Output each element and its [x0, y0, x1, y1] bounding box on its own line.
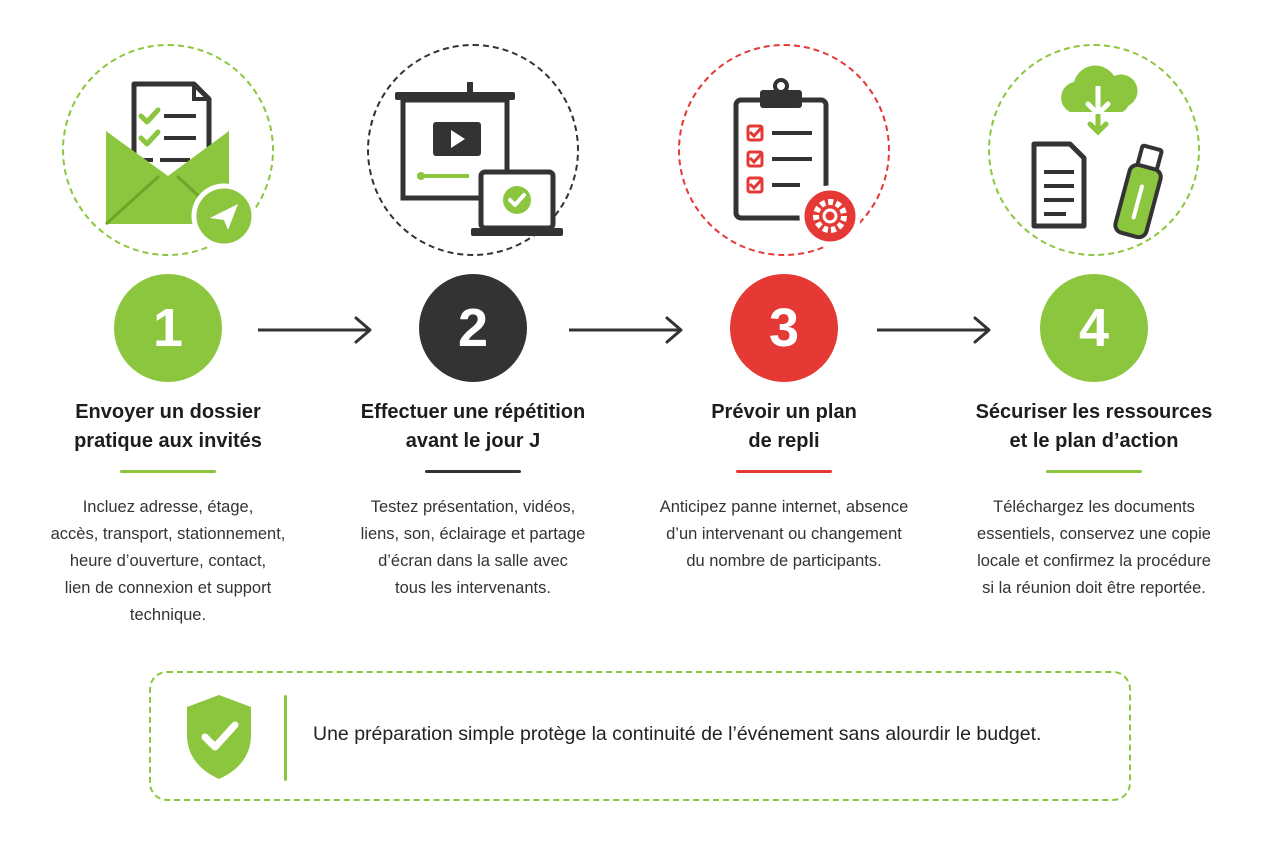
desc-line: locale et confirmez la procédure [977, 552, 1211, 570]
step-2-number: 2 [419, 274, 527, 382]
desc-line: liens, son, éclairage et partage [360, 525, 586, 543]
step-4-title: Sécuriser les ressources et le plan d’ac… [944, 398, 1244, 456]
desc-line: technique. [129, 606, 207, 624]
step-3-description: Anticipez panne internet, absence d’un i… [634, 494, 934, 575]
presentation-screen-laptop-icon [395, 82, 563, 236]
step-2-description: Testez présentation, vidéos, liens, son,… [323, 494, 623, 602]
step-3-title-line: de repli [748, 430, 820, 452]
step-1-number: 1 [114, 274, 222, 382]
arrow-right-icon [258, 316, 372, 344]
desc-line: Testez présentation, vidéos, [370, 498, 576, 516]
envelope-checklist-send-icon [104, 81, 257, 249]
desc-line: essentiels, conservez une copie [977, 525, 1211, 543]
step-2-underline [425, 470, 521, 473]
desc-line: lien de connexion et support [64, 579, 272, 597]
step-3-icon-ring [678, 44, 890, 256]
clipboard-checklist-gear-icon [733, 78, 861, 247]
step-3-underline [736, 470, 832, 473]
shield-check-icon [187, 695, 251, 779]
desc-line: Anticipez panne internet, absence [659, 498, 909, 516]
step-4-description: Téléchargez les documents essentiels, co… [944, 494, 1244, 602]
step-4-title-line: et le plan d’action [1009, 430, 1179, 452]
step-4-title-line: Sécuriser les ressources [975, 401, 1213, 423]
step-1-title: Envoyer un dossier pratique aux invités [18, 398, 318, 456]
step-1-title-line: pratique aux invités [74, 430, 262, 452]
desc-line: d’un intervenant ou changement [666, 525, 902, 543]
step-4-icon-ring [988, 44, 1200, 256]
desc-line: tous les intervenants. [395, 579, 551, 597]
cloud-download-document-usb-icon [1031, 65, 1164, 240]
summary-banner: Une préparation simple protège la contin… [149, 671, 1131, 801]
desc-line: du nombre de participants. [686, 552, 882, 570]
step-4-underline [1046, 470, 1142, 473]
desc-line: d’écran dans la salle avec [378, 552, 568, 570]
arrow-right-icon [569, 316, 683, 344]
step-1-underline [120, 470, 216, 473]
arrow-right-icon [877, 316, 991, 344]
banner-divider [284, 695, 287, 781]
desc-line: Incluez adresse, étage, [82, 498, 254, 516]
step-2-icon-ring [367, 44, 579, 256]
step-1-title-line: Envoyer un dossier [75, 401, 261, 423]
desc-line: si la réunion doit être reportée. [982, 579, 1206, 597]
step-2-title-line: Effectuer une répétition [360, 401, 586, 423]
step-3-number: 3 [730, 274, 838, 382]
step-1-icon-ring [62, 44, 274, 256]
step-3-title-line: Prévoir un plan [711, 401, 857, 423]
desc-line: heure d’ouverture, contact, [69, 552, 267, 570]
step-3-title: Prévoir un plan de repli [634, 398, 934, 456]
step-1-description: Incluez adresse, étage, accès, transport… [18, 494, 318, 629]
step-2-title: Effectuer une répétition avant le jour J [323, 398, 623, 456]
desc-line: Téléchargez les documents [993, 498, 1195, 516]
desc-line: accès, transport, stationnement, [50, 525, 286, 543]
banner-text: Une préparation simple protège la contin… [313, 723, 1042, 745]
step-2-title-line: avant le jour J [405, 430, 541, 452]
step-4-number: 4 [1040, 274, 1148, 382]
